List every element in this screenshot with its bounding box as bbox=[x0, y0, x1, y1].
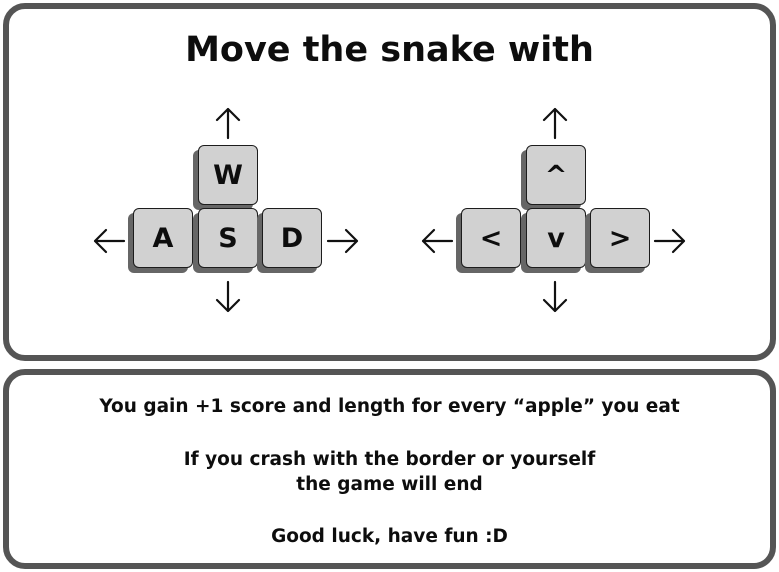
key-w: W bbox=[198, 145, 258, 205]
arrow-right-icon bbox=[653, 228, 686, 254]
arrow-right-icon bbox=[326, 228, 359, 254]
key-down-arrow: v bbox=[526, 208, 586, 268]
arrow-left-icon bbox=[93, 228, 126, 254]
arrow-down-icon bbox=[215, 280, 241, 313]
info-panel bbox=[3, 369, 776, 569]
key-left-arrow: < bbox=[461, 208, 521, 268]
controls-panel bbox=[3, 3, 776, 361]
info-score-rule: You gain +1 score and length for every “… bbox=[99, 396, 680, 417]
arrow-left-icon bbox=[421, 228, 454, 254]
info-good-luck: Good luck, have fun :D bbox=[271, 526, 508, 547]
key-d: D bbox=[262, 208, 322, 268]
instructions-title: Move the snake with bbox=[185, 30, 594, 70]
arrow-keypad: ^ < v > bbox=[421, 107, 686, 313]
key-a: A bbox=[133, 208, 193, 268]
key-s: S bbox=[198, 208, 258, 268]
arrow-up-icon bbox=[215, 107, 241, 140]
info-crash-rule: If you crash with the border or yourself bbox=[183, 449, 596, 470]
key-up-arrow: ^ bbox=[526, 145, 586, 205]
key-right-arrow: > bbox=[590, 208, 650, 268]
arrow-up-icon bbox=[542, 107, 568, 140]
arrow-down-icon bbox=[542, 280, 568, 313]
wasd-keypad: W A S D bbox=[93, 107, 359, 313]
info-game-end: the game will end bbox=[296, 474, 483, 495]
